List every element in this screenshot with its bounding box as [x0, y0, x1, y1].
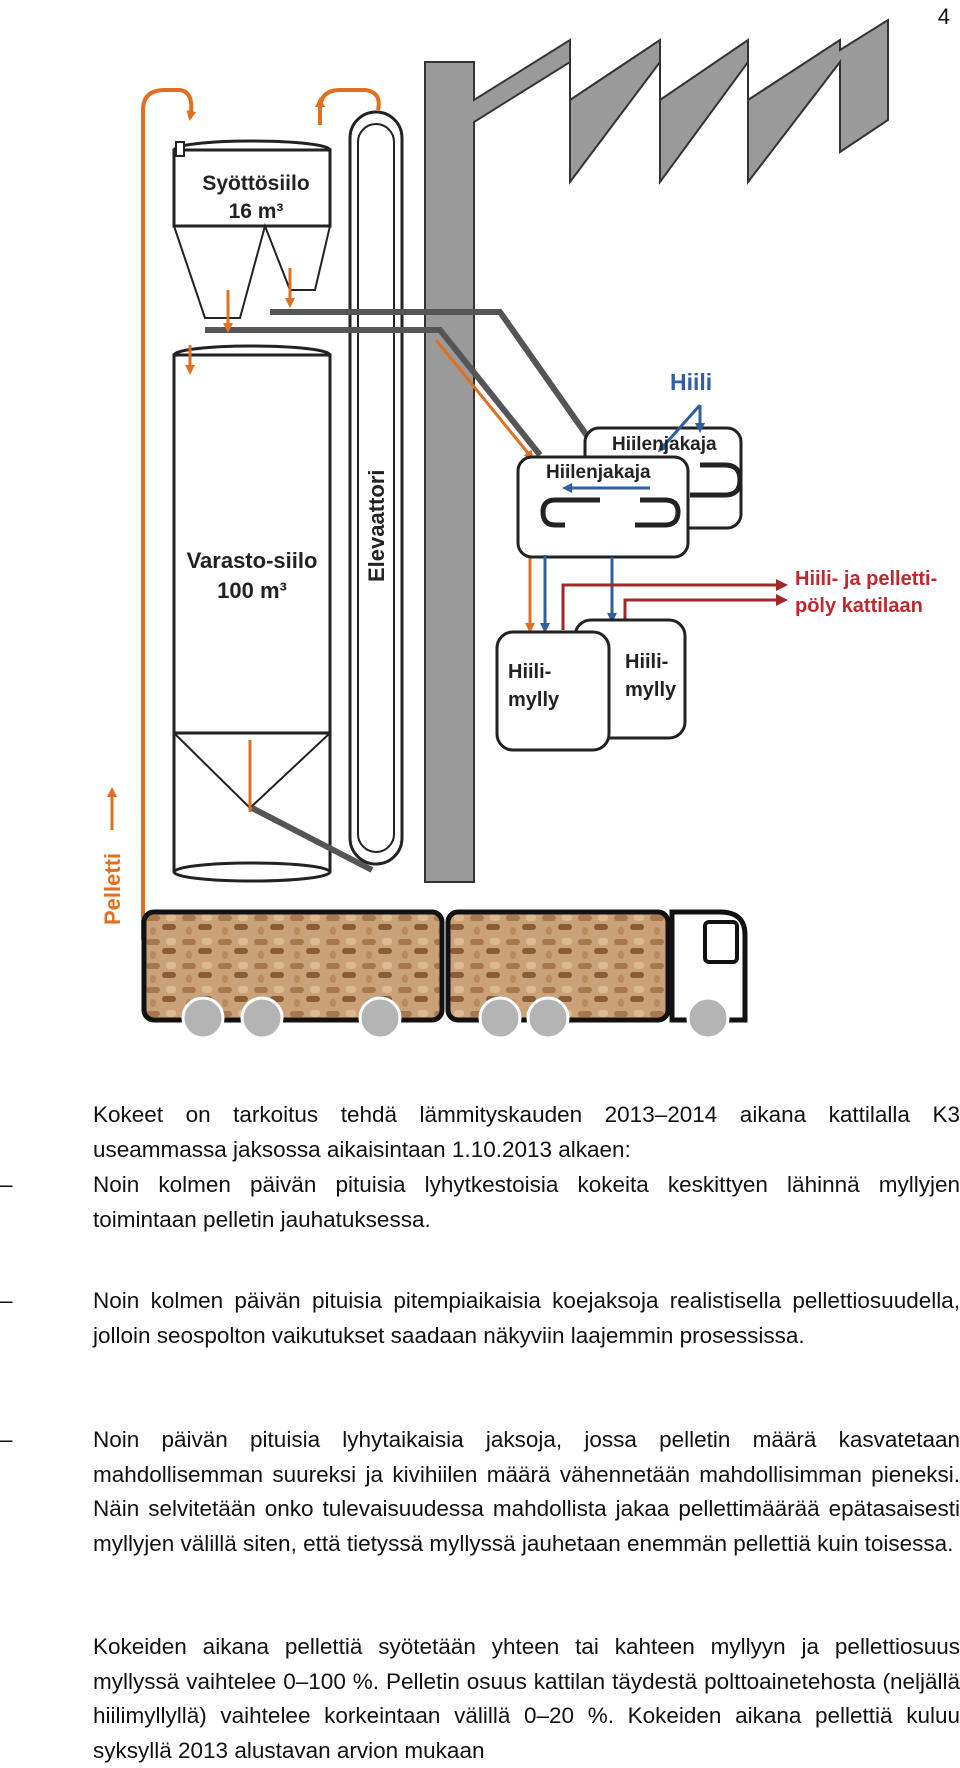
- coal-mill-front: [495, 630, 611, 752]
- pellet-feed-diagram: Syöttösiilo 16 m³ Varasto-siilo 100 m³ E…: [100, 18, 937, 1040]
- intro-paragraph: Kokeet on tarkoitus tehdä lämmityskauden…: [93, 1102, 960, 1162]
- coal-mill-front-label-line2: mylly: [508, 689, 560, 711]
- feed-silo-volume: 16 m³: [229, 200, 284, 223]
- feed-silo: [172, 139, 332, 319]
- storage-silo-volume: 100 m³: [217, 578, 287, 603]
- bullet-3: Noin päivän pituisia lyhytaikaisia jakso…: [93, 1427, 960, 1556]
- coal-label: Hiili: [670, 369, 712, 395]
- coal-distributor-back-label: Hiilenjakaja: [612, 434, 717, 455]
- bullet-1: Noin kolmen päivän pituisia lyhytkestois…: [93, 1172, 960, 1232]
- feed-silo-name: Syöttösiilo: [202, 172, 309, 195]
- storage-silo-name: Varasto-siilo: [187, 548, 318, 573]
- bullet-2: Noin kolmen päivän pituisia pitempiaikai…: [93, 1288, 960, 1348]
- feed-pipe: [205, 327, 543, 457]
- page-number: 4: [937, 4, 950, 29]
- dust-flow-line: [561, 579, 788, 630]
- storage-silo: [172, 344, 332, 883]
- closing-paragraph: Kokeiden aikana pellettiä syötetään yhte…: [93, 1634, 960, 1763]
- pellet-flow-line: [141, 88, 197, 940]
- coal-distributor-front-label: Hiilenjakaja: [546, 462, 651, 483]
- bullet-dash-1: –: [0, 1172, 13, 1197]
- elevator-label: Elevaattori: [364, 470, 389, 583]
- pellet-truck: [141, 909, 748, 1040]
- dust-label-line1: Hiili- ja pelletti-: [795, 568, 937, 590]
- bullet-dash-2: –: [0, 1288, 13, 1313]
- elevator-column: [348, 110, 404, 866]
- coal-mill-back-label-line2: mylly: [625, 679, 677, 701]
- pellet-label: Pelletti: [100, 853, 125, 925]
- chimney: [424, 18, 889, 883]
- coal-mill-back-label-line1: Hiili-: [625, 651, 668, 673]
- dust-label-line2: pöly kattilaan: [795, 595, 923, 617]
- bullet-dash-3: –: [0, 1427, 13, 1452]
- coal-distributor-front: [516, 455, 690, 559]
- coal-mill-front-label-line1: Hiili-: [508, 661, 551, 683]
